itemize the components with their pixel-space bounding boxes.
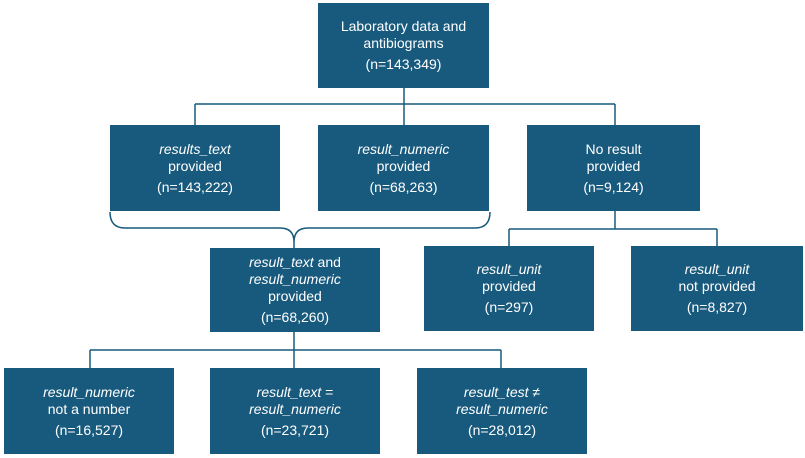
node-text-equals-numeric: result_text = result_numeric (n=23,721) [210, 368, 380, 454]
node-not-number-count: (n=16,527) [54, 421, 124, 438]
node-root-line1: Laboratory data and [340, 18, 467, 34]
node-no-result-line2: provided [586, 157, 641, 174]
node-not-number-field: result_numeric [43, 383, 135, 400]
node-both-field2: result_numeric [249, 271, 341, 287]
node-unit-provided-field: result_unit [476, 261, 542, 277]
node-both-count: (n=68,260) [260, 309, 330, 325]
node-not-equal-field2: result_numeric [456, 400, 548, 417]
node-equal-field2: result_numeric [249, 400, 341, 417]
node-unit-not-provided-line2: not provided [678, 278, 756, 294]
node-numeric-not-a-number: result_numeric not a number (n=16,527) [4, 368, 174, 454]
node-equal-line1-rest: = [321, 383, 334, 400]
node-no-result-line1: No result [585, 140, 642, 157]
node-laboratory-data: Laboratory data and antibiograms (n=143,… [318, 3, 489, 88]
node-test-not-equal-numeric: result_test ≠ result_numeric (n=28,012) [417, 368, 587, 454]
node-not-equal-field1: result_test [463, 383, 529, 400]
node-both-line1: result_text and [249, 254, 341, 271]
node-equal-count: (n=23,721) [260, 421, 330, 438]
node-both-line1-rest: and [313, 254, 341, 270]
node-equal-line1: result_text = [257, 384, 334, 401]
node-both-field1: result_text [249, 254, 314, 270]
node-result-numeric-count: (n=68,263) [369, 178, 438, 195]
node-equal-field1: result_text [256, 383, 322, 400]
node-results-text-count: (n=143,222) [157, 178, 233, 195]
node-root-line2: antibiograms [363, 35, 444, 51]
node-result-numeric-provided: result_numeric provided (n=68,263) [318, 125, 489, 211]
node-unit-not-provided-field: result_unit [684, 261, 750, 277]
node-unit-provided-count: (n=297) [484, 299, 534, 315]
node-both-line3: provided [268, 288, 322, 304]
node-no-result-count: (n=9,124) [583, 178, 644, 195]
node-not-equal-count: (n=28,012) [467, 421, 537, 438]
node-result-numeric-field: result_numeric [357, 140, 450, 157]
node-result-unit-provided: result_unit provided (n=297) [424, 246, 594, 331]
node-text-and-numeric-provided: result_text and result_numeric provided … [210, 248, 380, 332]
node-not-equal-line1-rest: ≠ [528, 383, 541, 400]
node-results-text-field: results_text [159, 140, 231, 157]
node-unit-not-provided-count: (n=8,827) [686, 299, 748, 315]
node-results-text-line2: provided [168, 157, 222, 174]
node-not-equal-line1: result_test ≠ [464, 384, 540, 401]
node-result-numeric-line2: provided [376, 157, 431, 174]
node-results-text-provided: results_text provided (n=143,222) [110, 125, 280, 211]
node-not-number-line2: not a number [47, 400, 131, 417]
node-unit-provided-line2: provided [482, 278, 536, 294]
node-no-result-provided: No result provided (n=9,124) [527, 125, 700, 211]
node-result-unit-not-provided: result_unit not provided (n=8,827) [631, 246, 803, 331]
merge-bracket [109, 211, 491, 243]
node-root-count: (n=143,349) [365, 56, 442, 72]
